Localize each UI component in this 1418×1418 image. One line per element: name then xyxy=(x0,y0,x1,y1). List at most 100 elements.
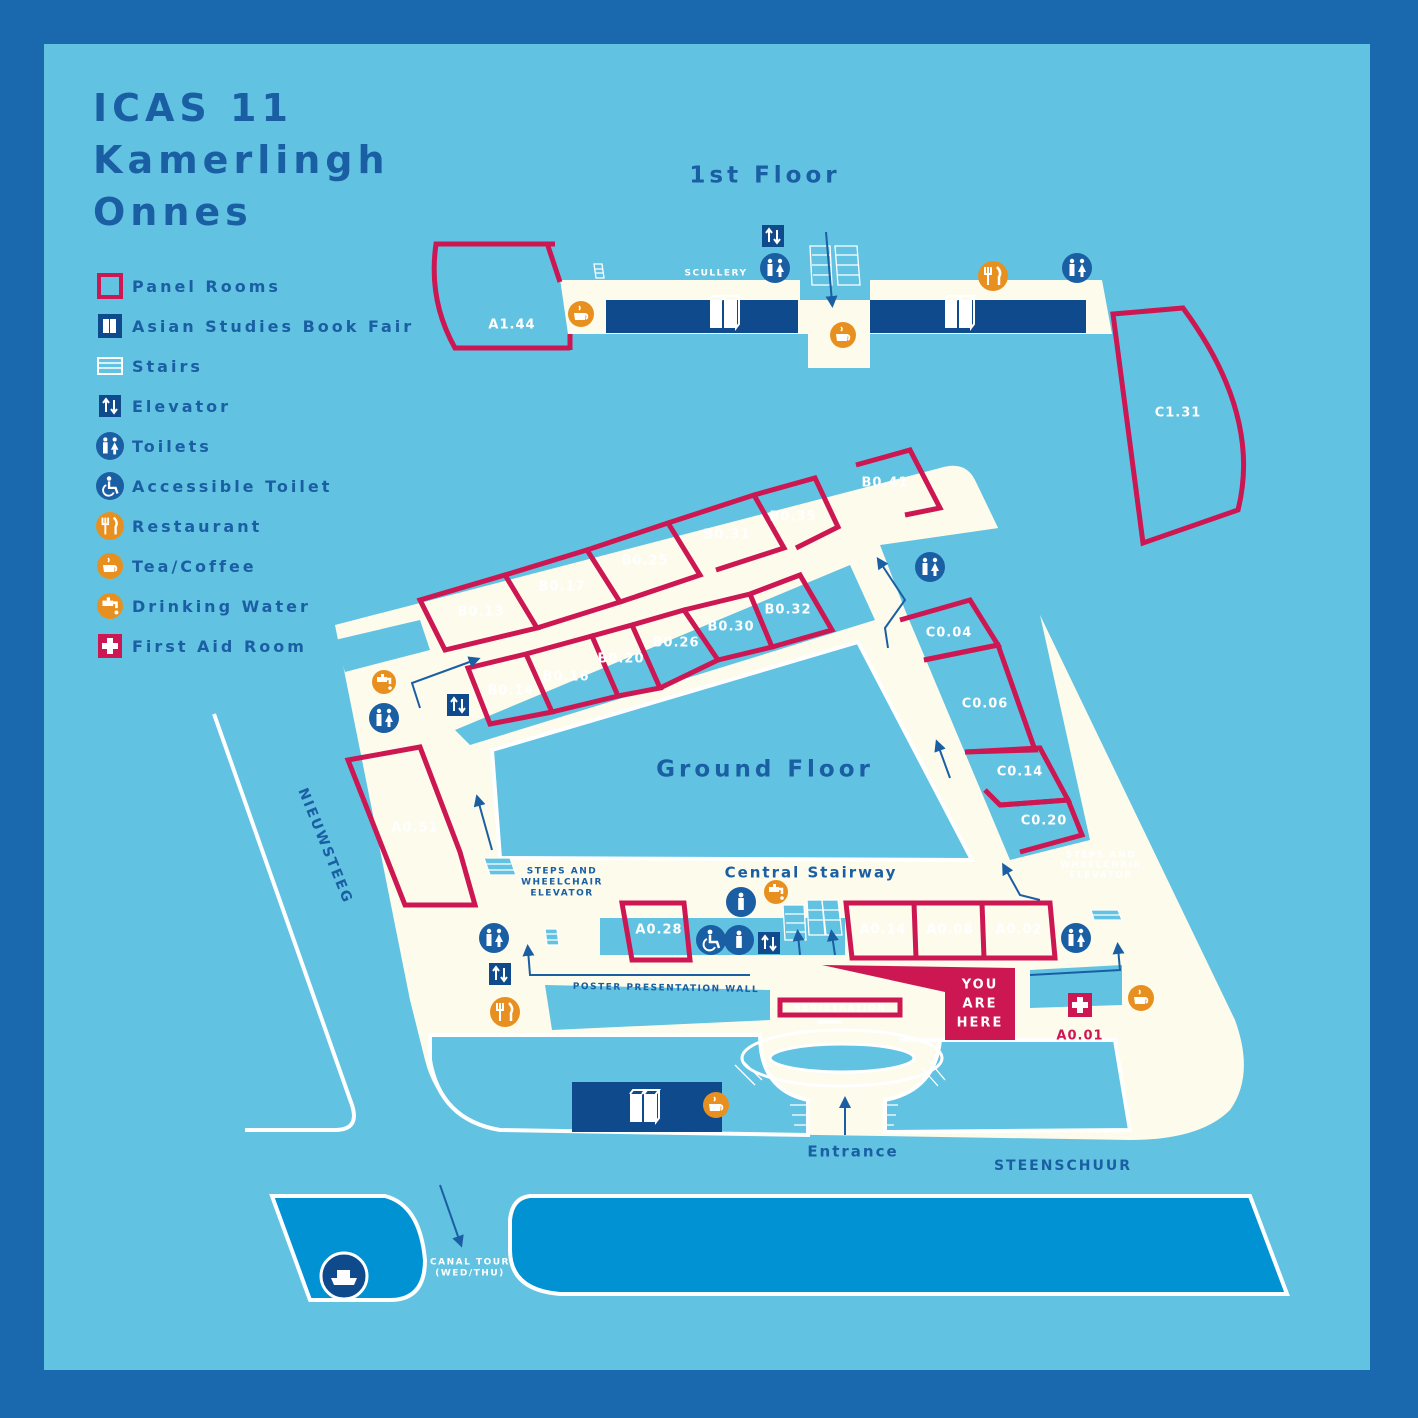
legend-item-accessible-toilet: Accessible Toilet xyxy=(96,472,332,500)
toilets-icon xyxy=(369,703,399,733)
book-fair-icon xyxy=(709,295,740,329)
toilets-icon xyxy=(96,432,124,460)
surroundings: NIEUWSTEEG STEENSCHUUR CANAL TOUR (WED/T… xyxy=(212,713,1290,1302)
room-label-c131: C1.31 xyxy=(1155,406,1202,421)
room-label-a002: A0.02 xyxy=(995,923,1042,938)
title-line2: Kamerlingh xyxy=(93,138,390,182)
registration-label: REGISTRATION xyxy=(794,1004,886,1014)
room-label-a028: A0.28 xyxy=(635,923,682,938)
legend-item-stairs: Stairs xyxy=(96,352,203,380)
panel-rooms-b-inner[interactable] xyxy=(464,571,836,727)
room-label-c006: C0.06 xyxy=(962,697,1009,712)
room-label-a144: A1.44 xyxy=(488,318,535,333)
canal-tour-line2: (WED/THU) xyxy=(435,1269,505,1279)
room-label-b016: B0.16 xyxy=(543,670,590,685)
room-label-c014: C0.14 xyxy=(997,765,1044,780)
drinking-water-icon xyxy=(96,592,124,620)
first-aid-icon xyxy=(98,634,122,658)
room-label-b031: B0.31 xyxy=(704,528,751,543)
accessible-toilet-icon xyxy=(694,923,728,957)
toilets-icon xyxy=(1061,923,1091,953)
legend-label: Panel Rooms xyxy=(132,276,281,296)
room-a051[interactable] xyxy=(344,744,479,908)
room-label-b013: B0.13 xyxy=(458,605,505,620)
first-stairs xyxy=(593,245,861,286)
toilets-icon xyxy=(724,925,754,955)
toilets-icon xyxy=(479,923,509,953)
tea-coffee-icon xyxy=(829,321,857,349)
tea-coffee-icon xyxy=(96,552,124,580)
steps-right-line3: ELEVATOR xyxy=(1069,871,1132,881)
legend-item-restaurant: Restaurant xyxy=(96,512,262,540)
room-label-c004: C0.04 xyxy=(926,626,973,641)
courtyard xyxy=(489,639,976,863)
legend-label: Drinking Water xyxy=(132,596,311,616)
legend-label: First Aid Room xyxy=(132,636,307,656)
book-fair-icon xyxy=(629,1089,660,1123)
restaurant-icon xyxy=(976,259,1010,293)
legend-label: Restaurant xyxy=(132,516,263,536)
legend-label: Accessible Toilet xyxy=(132,476,333,496)
restaurant-icon xyxy=(488,995,522,1029)
book-fair-first-right xyxy=(870,300,1086,333)
book-fair-first-left xyxy=(606,300,798,333)
room-c131[interactable] xyxy=(1110,305,1246,547)
ground-floor-label: Ground Floor xyxy=(656,757,874,783)
entrance-label: Entrance xyxy=(807,1143,898,1161)
elevator-icon xyxy=(761,224,785,248)
legend-item-book-fair: Asian Studies Book Fair xyxy=(96,312,414,340)
legend-item-first-aid: First Aid Room xyxy=(96,632,307,660)
canal-tour-line1: CANAL TOUR xyxy=(430,1258,510,1268)
legend-item-elevator: Elevator xyxy=(96,392,231,420)
panel-room-icon xyxy=(97,273,123,299)
toilets-icon xyxy=(915,552,945,582)
panel-rooms-c[interactable] xyxy=(899,597,1086,855)
steps-right-line1: STEPS AND xyxy=(1066,851,1136,861)
you-are-here-marker xyxy=(822,965,1015,1040)
tea-coffee-icon xyxy=(567,300,595,328)
book-fair-icon xyxy=(944,295,975,329)
first-floor-label: 1st Floor xyxy=(689,163,840,189)
room-a144[interactable] xyxy=(431,241,570,351)
room-label-b035: B0.35 xyxy=(770,510,817,525)
elevator-icon xyxy=(757,931,781,955)
panel-rooms-a[interactable] xyxy=(619,900,1058,963)
steps-left-line2: WHEELCHAIR xyxy=(521,878,603,888)
drinking-water-icon xyxy=(370,668,398,696)
ground-floor: YOU ARE HERE B0.41 B0.35 B0.31 B0.25 B0.… xyxy=(335,447,1244,1161)
room-label-a014: A0.14 xyxy=(859,923,906,938)
map-title: ICAS 11 Kamerlingh Onnes xyxy=(93,82,390,238)
room-label-b041: B0.41 xyxy=(862,476,909,491)
map-frame: SCULLERY A1.44 C1.31 1st Floor xyxy=(44,44,1370,1370)
book-fair-icon xyxy=(98,314,122,338)
room-label-a051: A0.51 xyxy=(391,821,438,836)
elevator-icon xyxy=(446,693,470,717)
stairs-icon xyxy=(97,357,123,375)
room-label-c020: C0.20 xyxy=(1021,814,1068,829)
drinking-water-icon xyxy=(762,878,790,906)
you-are-here-line1: YOU xyxy=(961,978,999,993)
legend-item-drinking-water: Drinking Water xyxy=(96,592,311,620)
poster-wall-label: POSTER PRESENTATION WALL xyxy=(573,982,760,995)
legend-label: Elevator xyxy=(132,396,232,416)
room-label-b025: B0.25 xyxy=(622,554,669,569)
tea-coffee-icon xyxy=(1127,984,1155,1012)
legend-label: Toilets xyxy=(132,436,212,456)
toilets-icon xyxy=(726,887,756,917)
title-line1: ICAS 11 xyxy=(93,86,293,130)
tea-coffee-icon xyxy=(702,1091,730,1119)
panel-rooms-b-outer[interactable] xyxy=(416,447,944,653)
room-label-b032: B0.32 xyxy=(765,603,812,618)
you-are-here-line3: HERE xyxy=(957,1016,1004,1031)
legend-item-tea-coffee: Tea/Coffee xyxy=(96,552,257,580)
street-nieuwsteeg: NIEUWSTEEG xyxy=(294,786,355,907)
floor-plan-map: SCULLERY A1.44 C1.31 1st Floor xyxy=(212,163,1290,1302)
steps-right-line2: WHEELCHAIR xyxy=(1060,861,1142,871)
room-label-b017: B0.17 xyxy=(539,580,586,595)
steps-left-line1: STEPS AND xyxy=(527,867,597,877)
toilets-icon xyxy=(760,253,790,283)
accessible-toilet-icon xyxy=(96,472,124,500)
central-stairway-label: Central Stairway xyxy=(725,864,898,882)
first-aid-icon xyxy=(1068,993,1092,1017)
room-label-a008: A0.08 xyxy=(926,923,973,938)
